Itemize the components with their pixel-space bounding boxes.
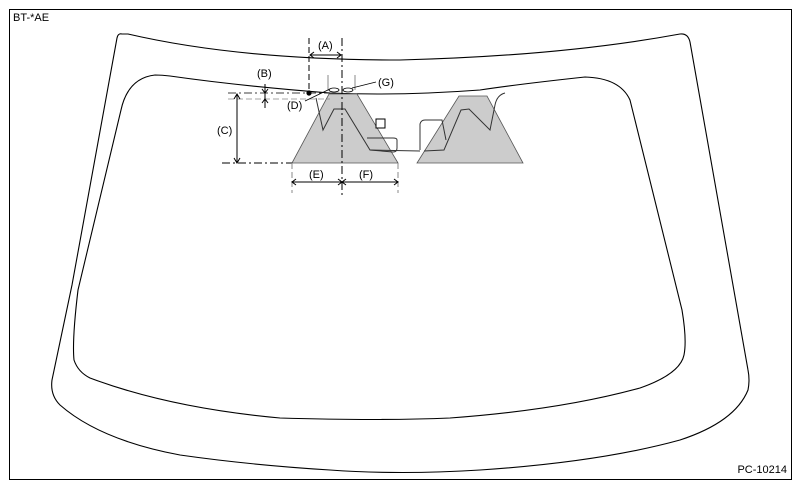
left-sensor-profile [315, 97, 398, 153]
windshield-inner-edge [72, 74, 686, 421]
d-marker [328, 87, 340, 93]
label-b: (B) [257, 68, 272, 80]
b-arrowheads [261, 88, 269, 104]
label-g: (G) [378, 77, 394, 89]
center-bracket [419, 119, 447, 150]
a-arrowheads [309, 51, 342, 59]
label-c: (C) [217, 125, 232, 137]
g-marker [342, 87, 354, 93]
header-code: BT-*AE [13, 12, 50, 24]
bracket-connector [369, 149, 421, 152]
label-d: (D) [287, 100, 302, 112]
c-arrowheads [233, 93, 241, 164]
figure-code: PC-10214 [737, 464, 787, 476]
d-leader [304, 88, 331, 102]
g-leader [351, 81, 377, 89]
label-f: (F) [359, 169, 373, 181]
ef-arrowheads [291, 178, 399, 186]
diagram-frame [9, 9, 792, 480]
label-a: (A) [318, 40, 333, 52]
right-trapezoid-area [416, 95, 524, 164]
right-sensor-profile [423, 92, 506, 152]
label-e: (E) [309, 169, 324, 181]
square-marker [375, 118, 386, 129]
windshield-outer-edge [51, 33, 750, 474]
